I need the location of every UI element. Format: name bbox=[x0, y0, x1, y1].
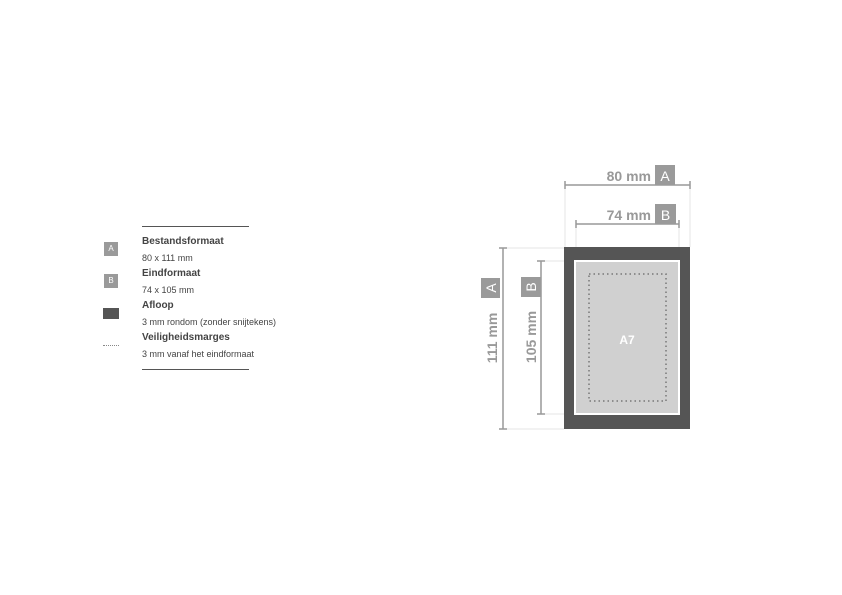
legend-desc-safety: 3 mm vanaf het eindformaat bbox=[142, 349, 255, 359]
width-b-label: 74 mm bbox=[607, 207, 651, 223]
width-a-badge bbox=[655, 165, 675, 185]
badge-a: A bbox=[104, 242, 118, 256]
safety-margin-dots-icon bbox=[103, 345, 119, 346]
safety-margin bbox=[588, 273, 667, 402]
width-a-badge-text: A bbox=[660, 168, 670, 184]
height-a-label: 111 mm bbox=[484, 313, 500, 364]
width-b-badge-text: B bbox=[661, 207, 670, 223]
height-b-badge-text: B bbox=[523, 282, 539, 291]
format-label: A7 bbox=[619, 333, 635, 347]
width-b-badge bbox=[655, 204, 676, 224]
bleed-swatch bbox=[103, 308, 119, 319]
badge-b: B bbox=[104, 274, 118, 288]
legend-title-bleed: Afloop bbox=[142, 300, 174, 311]
final-format-area bbox=[574, 260, 680, 415]
legend-bottom-rule bbox=[142, 369, 249, 370]
legend-desc-bleed: 3 mm rondom (zonder snijtekens) bbox=[142, 317, 277, 327]
width-a-label: 80 mm bbox=[607, 168, 651, 184]
guide-lines bbox=[503, 185, 691, 430]
legend-title-final-format: Eindformaat bbox=[142, 268, 201, 279]
legend-desc-final-format: 74 x 105 mm bbox=[142, 285, 195, 295]
height-b-badge bbox=[521, 277, 541, 297]
height-b-label: 105 mm bbox=[523, 311, 539, 363]
legend-desc-file-format: 80 x 111 mm bbox=[142, 253, 193, 263]
height-a-badge-text: A bbox=[483, 283, 499, 293]
height-a-badge bbox=[481, 278, 500, 298]
legend-title-safety: Veiligheidsmarges bbox=[142, 332, 230, 343]
legend-title-file-format: Bestandsformaat bbox=[142, 236, 224, 247]
legend-top-rule bbox=[142, 226, 249, 227]
height-a-dimension bbox=[499, 247, 507, 430]
